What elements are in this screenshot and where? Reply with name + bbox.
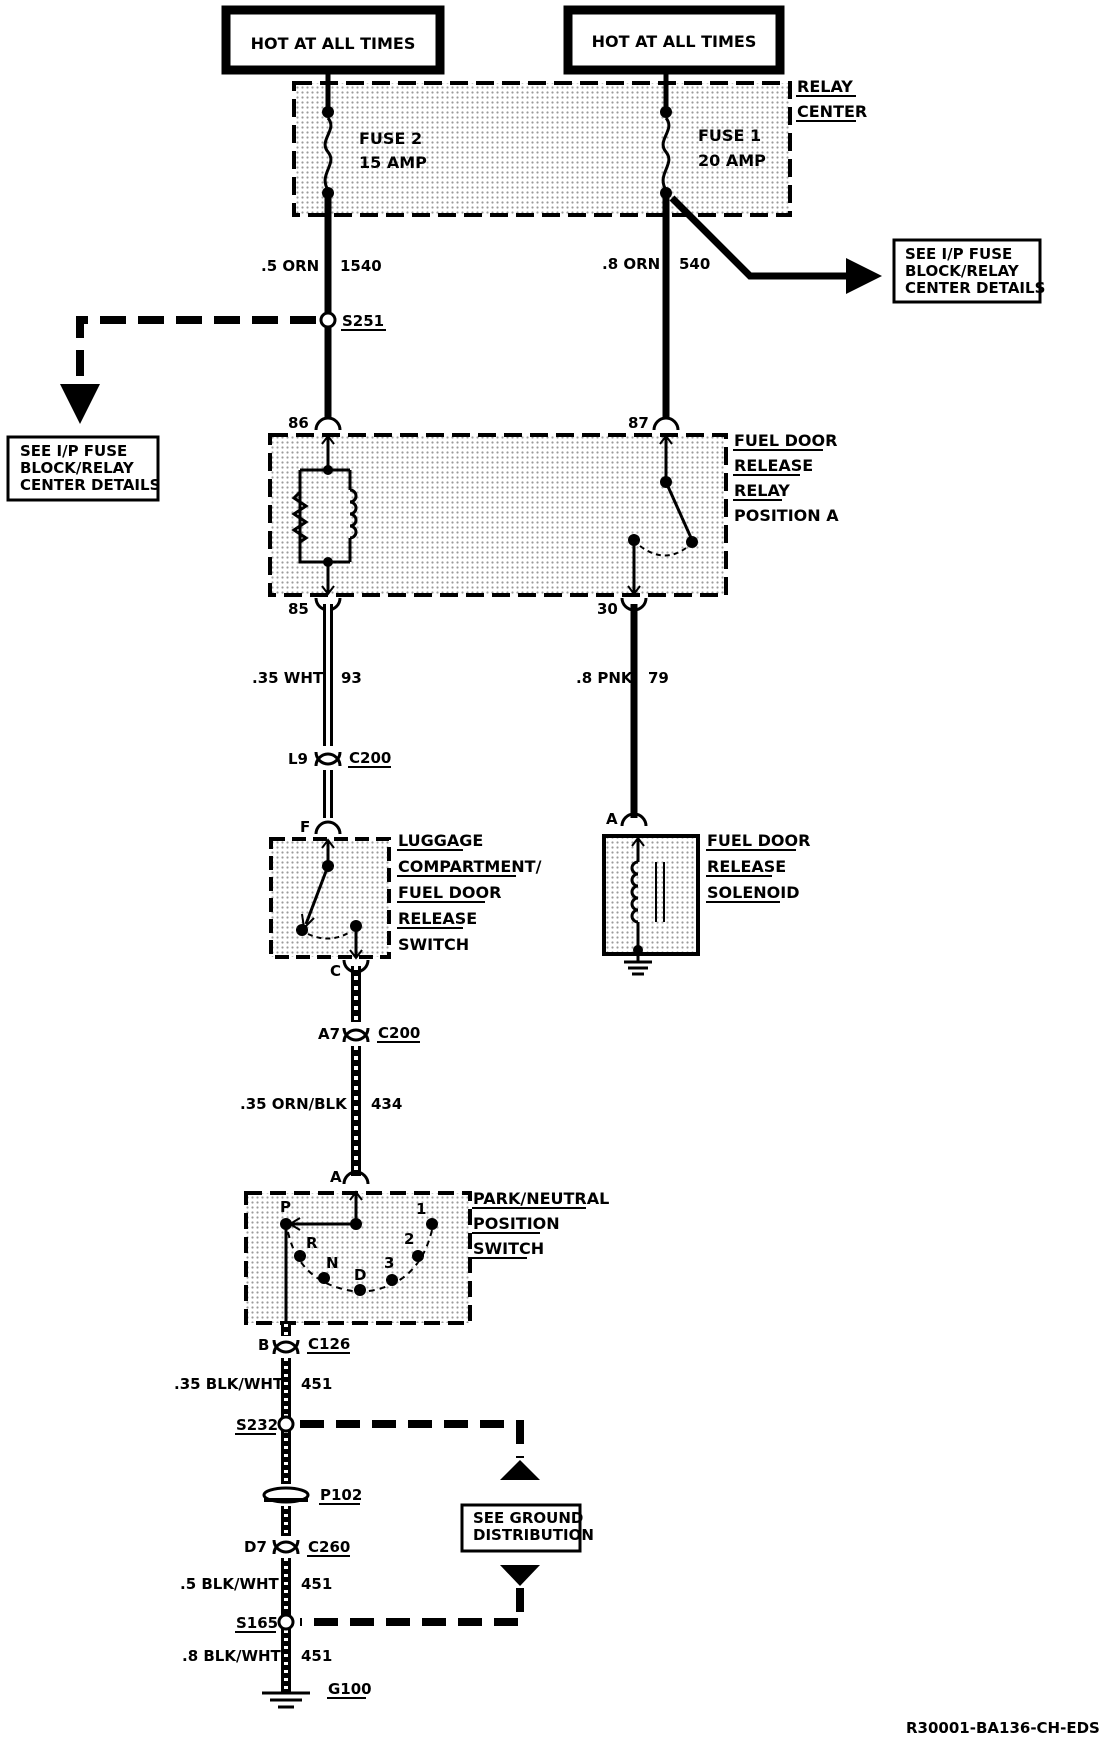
splice-s232: S232	[235, 1415, 295, 1435]
fuse-1: FUSE 1 20 AMP	[660, 106, 766, 199]
pn-switch-pin-a: A	[330, 1168, 342, 1186]
splice-s232-label: S232	[236, 1416, 278, 1434]
power-source-right-label: HOT AT ALL TIMES	[592, 32, 757, 51]
fuel-door-release-relay: 86 87 85 30 FUEL DOOR RELEASE RELAY P	[268, 414, 839, 618]
luggage-switch-label-3: FUEL DOOR	[398, 883, 501, 902]
note-ip-fuse-left-line-2: BLOCK/RELAY	[20, 459, 135, 477]
solenoid-label-1: FUEL DOOR	[707, 831, 810, 850]
connector-b-label: B	[258, 1336, 269, 1354]
connector-c200-label-1: C200	[349, 749, 391, 767]
power-source-left-label: HOT AT ALL TIMES	[251, 34, 416, 53]
note-ground-line-1: SEE GROUND	[473, 1509, 583, 1527]
pn-position-n: N	[326, 1254, 339, 1272]
pn-position-2: 2	[404, 1230, 414, 1248]
note-ip-fuse-right-line-1: SEE I/P FUSE	[905, 245, 1012, 263]
connector-c260: D7 C260	[244, 1538, 350, 1557]
power-source-right: HOT AT ALL TIMES	[563, 5, 785, 75]
relay-pin-86: 86	[288, 414, 309, 432]
relay-pin-87: 87	[628, 414, 649, 432]
wire-451-circuit-3: 451	[301, 1647, 332, 1665]
wire-451-gauge-1: .35 BLK/WHT	[174, 1375, 284, 1393]
note-ip-fuse-left-line-3: CENTER DETAILS	[20, 476, 160, 494]
fuse-2: FUSE 2 15 AMP	[322, 106, 427, 199]
connector-c200-label-2: C200	[378, 1024, 420, 1042]
wire-451-gauge-3: .8 BLK/WHT	[182, 1647, 282, 1665]
pn-position-r: R	[306, 1234, 318, 1252]
wire-79-circuit: 79	[648, 669, 669, 687]
fuse-1-name: FUSE 1	[698, 126, 761, 145]
relay-pin-85: 85	[288, 600, 309, 618]
splice-s251: S251	[319, 311, 386, 331]
solenoid-pin-a: A	[606, 810, 618, 828]
splice-s165: S165	[235, 1613, 295, 1633]
note-ip-fuse-right: SEE I/P FUSE BLOCK/RELAY CENTER DETAILS	[892, 238, 1045, 304]
note-ground-line-2: DISTRIBUTION	[473, 1526, 594, 1544]
connector-a7-label: A7	[318, 1025, 340, 1043]
luggage-switch-label-1: LUGGAGE	[398, 831, 483, 850]
p102-label: P102	[320, 1486, 362, 1504]
note-ip-fuse-left: SEE I/P FUSE BLOCK/RELAY CENTER DETAILS	[6, 435, 160, 502]
connector-c260-label: C260	[308, 1538, 350, 1556]
wire-434-gauge: .35 ORN/BLK	[240, 1095, 348, 1113]
park-neutral-position-switch: A P R N D 3 2 1 PARK/NEUTRAL POSITION SW…	[244, 1168, 609, 1325]
wire-1540-circuit: 1540	[340, 257, 382, 275]
pn-switch-label-2: POSITION	[473, 1214, 560, 1233]
pass-through-p102: P102	[262, 1486, 362, 1505]
luggage-switch-pin-c: C	[330, 962, 341, 980]
wire-451-gauge-2: .5 BLK/WHT	[180, 1575, 280, 1593]
fuse-2-rating: 15 AMP	[359, 153, 427, 172]
note-ip-fuse-right-line-2: BLOCK/RELAY	[905, 262, 1020, 280]
solenoid-label-2: RELEASE	[707, 857, 786, 876]
pn-switch-label-1: PARK/NEUTRAL	[473, 1189, 609, 1208]
figure-id: R30001-BA136-CH-EDS	[906, 1719, 1100, 1737]
note-ip-fuse-right-line-3: CENTER DETAILS	[905, 279, 1045, 297]
note-ground-distribution: SEE GROUND DISTRIBUTION	[460, 1503, 594, 1553]
wire-451-circuit-1: 451	[301, 1375, 332, 1393]
wire-540-circuit: 540	[679, 255, 710, 273]
connector-c200-l9: L9 C200	[288, 749, 391, 768]
fuel-door-release-solenoid: A FUEL DOOR RELEASE SOLENOID	[602, 810, 810, 976]
pn-position-1: 1	[416, 1200, 426, 1218]
relay-center: RELAY CENTER	[292, 77, 867, 217]
luggage-switch-label-5: SWITCH	[398, 935, 469, 954]
pn-position-3: 3	[384, 1254, 394, 1272]
wire-79-gauge: .8 PNK	[576, 669, 634, 687]
connector-c126: B C126	[258, 1335, 350, 1355]
note-ip-fuse-left-line-1: SEE I/P FUSE	[20, 442, 127, 460]
relay-label-4: POSITION A	[734, 506, 839, 525]
wire-451-circuit-2: 451	[301, 1575, 332, 1593]
ground-g100: G100	[262, 1680, 372, 1709]
luggage-switch-label-2: COMPARTMENT/	[398, 857, 542, 876]
relay-pin-30: 30	[597, 600, 618, 618]
relay-center-label-2: CENTER	[797, 102, 867, 121]
power-source-left: HOT AT ALL TIMES	[221, 5, 445, 75]
splice-s251-label: S251	[342, 312, 384, 330]
luggage-fuel-door-switch: F C LUGGAGE COMPARTMENT/ FUEL DOOR RELEA…	[269, 818, 542, 980]
relay-label-1: FUEL DOOR	[734, 431, 837, 450]
relay-center-label-1: RELAY	[797, 77, 853, 96]
luggage-switch-pin-f: F	[300, 818, 310, 836]
connector-d7-label: D7	[244, 1538, 267, 1556]
wire-93-circuit: 93	[341, 669, 362, 687]
wire-1540-gauge: .5 ORN	[261, 257, 319, 275]
solenoid-label-3: SOLENOID	[707, 883, 799, 902]
pn-position-p: P	[280, 1198, 291, 1216]
fuse-1-rating: 20 AMP	[698, 151, 766, 170]
ground-g100-label: G100	[328, 1680, 372, 1698]
relay-label-2: RELEASE	[734, 456, 813, 475]
relay-label-3: RELAY	[734, 481, 790, 500]
wire-434-circuit: 434	[371, 1095, 402, 1113]
connector-c126-label: C126	[308, 1335, 350, 1353]
splice-s165-label: S165	[236, 1614, 278, 1632]
pn-switch-label-3: SWITCH	[473, 1239, 544, 1258]
luggage-switch-label-4: RELEASE	[398, 909, 477, 928]
pn-position-d: D	[354, 1266, 366, 1284]
connector-l9-label: L9	[288, 750, 308, 768]
wire-540-gauge: .8 ORN	[602, 255, 660, 273]
fuse-2-name: FUSE 2	[359, 129, 422, 148]
connector-c200-a7: A7 C200	[318, 1024, 420, 1043]
wire-93-gauge: .35 WHT	[252, 669, 324, 687]
